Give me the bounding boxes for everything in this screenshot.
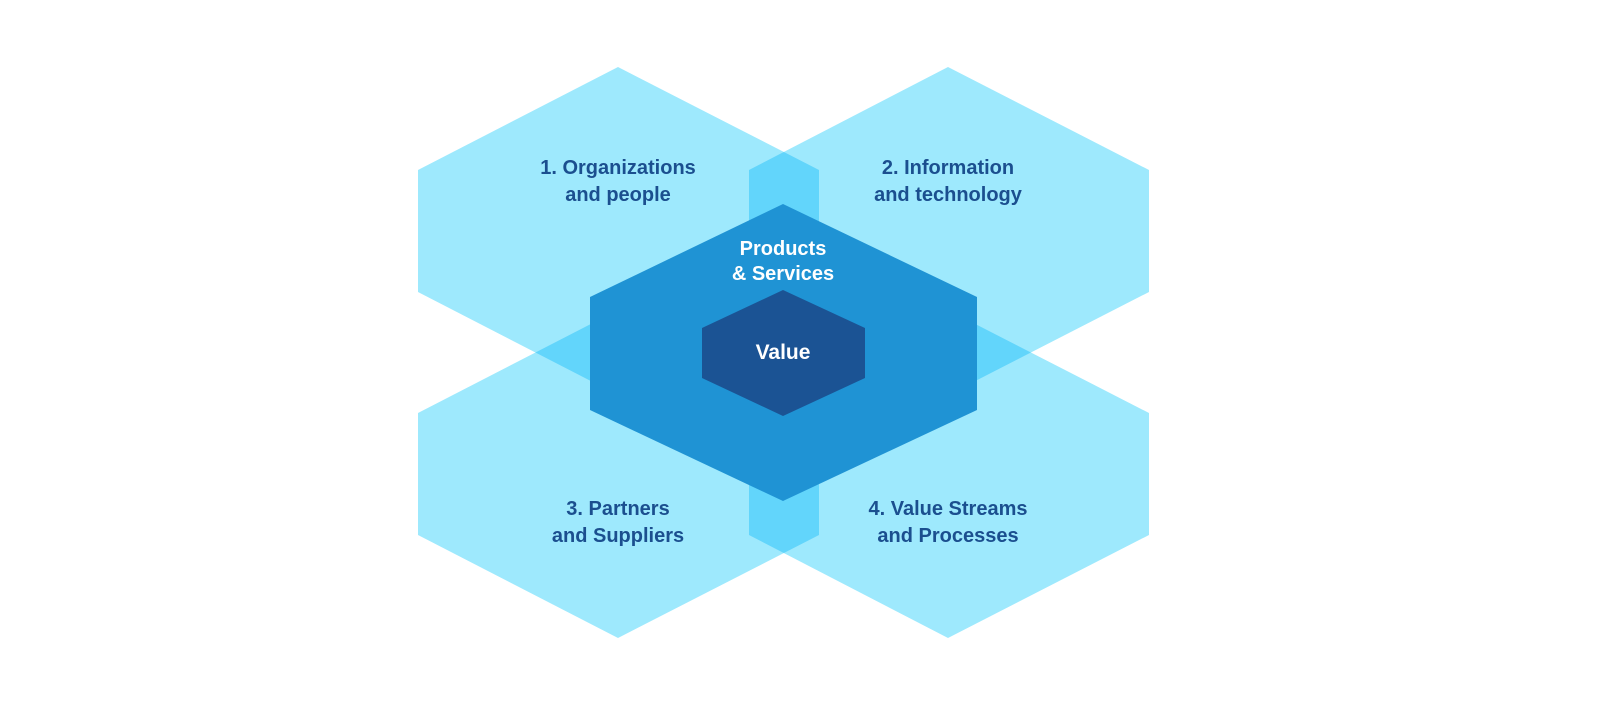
label-dimension-1-line2: and people (565, 184, 671, 206)
hexagon-value (702, 290, 865, 416)
label-products-line1: Products (740, 238, 827, 260)
label-dimension-2-line1: 2. Information (882, 157, 1014, 179)
label-value: Value (756, 341, 811, 364)
label-dimension-4-line2: and Processes (877, 525, 1018, 547)
label-dimension-3-line1: 3. Partners (566, 498, 669, 520)
label-dimension-3-line2: and Suppliers (552, 525, 684, 547)
label-products-line2: & Services (732, 263, 834, 285)
label-dimension-4-line1: 4. Value Streams (869, 498, 1028, 520)
label-dimension-2-line2: and technology (874, 184, 1023, 206)
label-dimension-1-line1: 1. Organizations (540, 157, 696, 179)
